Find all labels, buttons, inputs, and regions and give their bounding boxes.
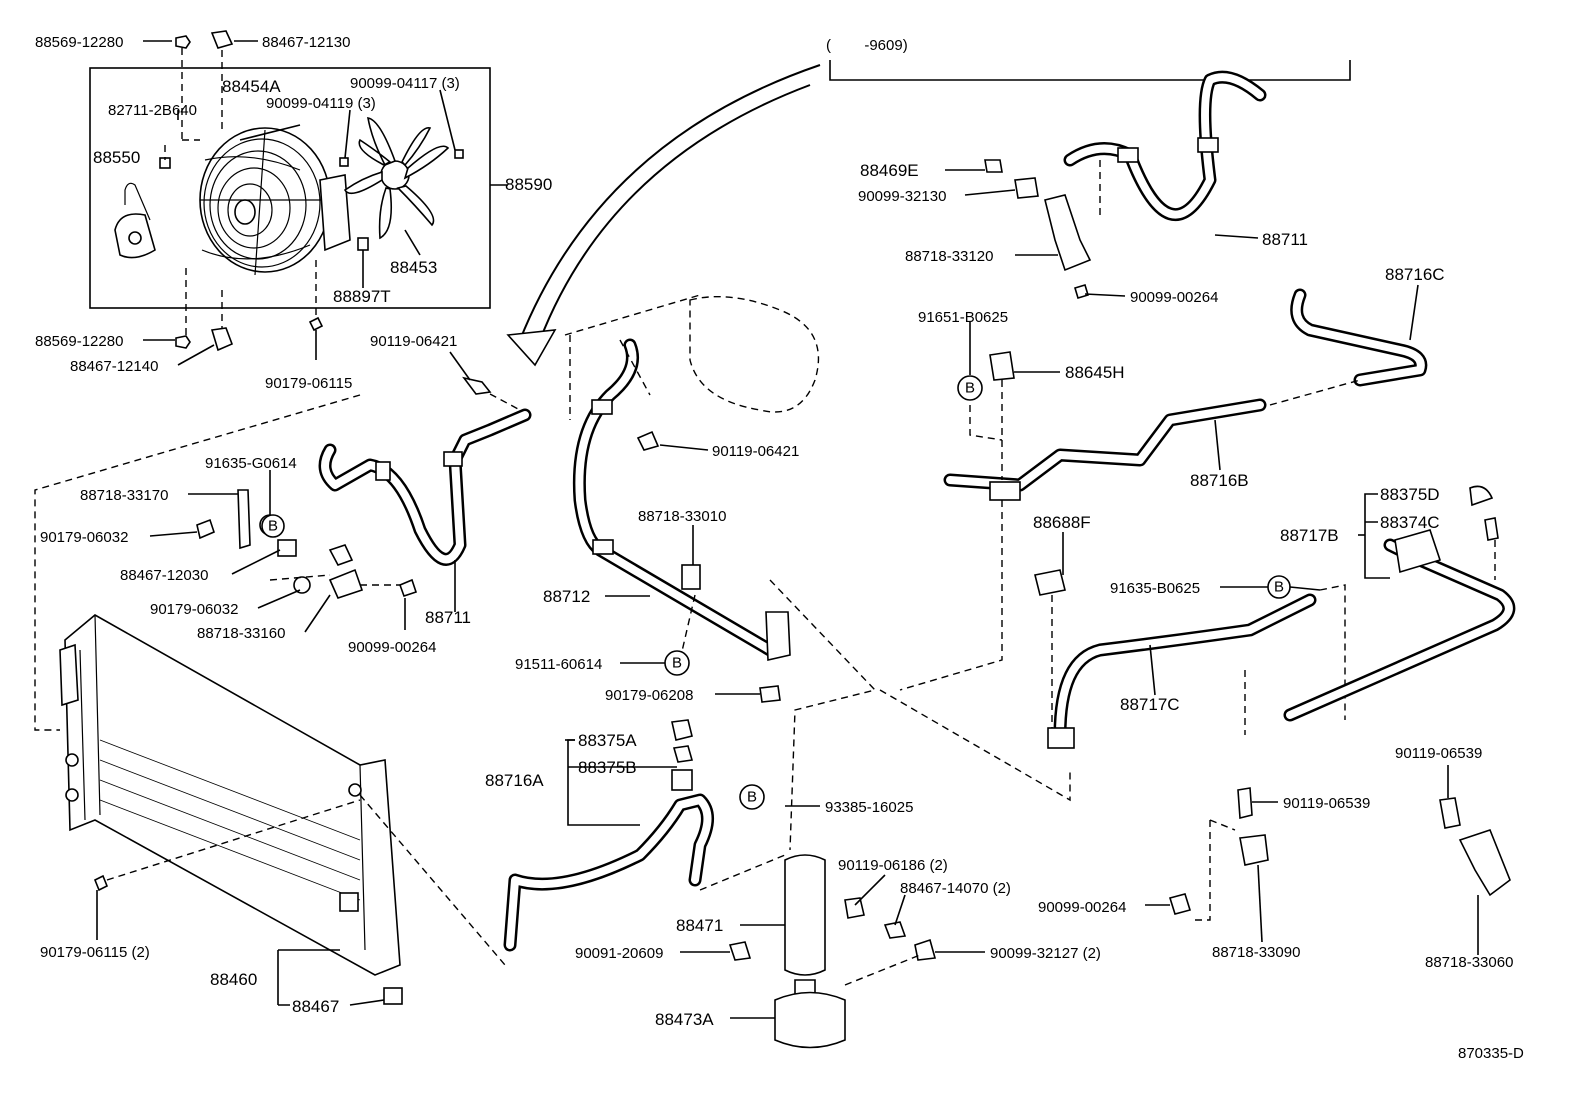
svg-text:B: B [268,518,278,535]
label-88718-33120: 88718-33120 [905,248,993,265]
label-88569-12280-top: 88569-12280 [35,34,123,51]
label-93385-16025: 93385-16025 [825,799,913,816]
fan-assembly-group [89,67,508,309]
label-91635-B0625: 91635-B0625 [1110,580,1200,597]
label-88375A: 88375A [578,731,637,750]
label-90179-06115: 90179-06115 [265,375,352,392]
label-88467: 88467 [292,997,339,1016]
label-90091-20609: 90091-20609 [575,945,663,962]
label-88711-right: 88711 [1262,230,1308,249]
svg-text:B: B [672,655,682,672]
label-88473A: 88473A [655,1010,714,1029]
cushion-88467 [383,987,403,1005]
label-88454A: 88454A [222,77,281,96]
label-88717C: 88717C [1120,695,1180,714]
label-88467-12130: 88467-12130 [262,34,350,51]
label-90099-04117: 90099-04117 (3) [350,75,460,92]
label-88718-33170: 88718-33170 [80,487,168,504]
callout-b-3: B [739,784,765,810]
label-88467-14070: 88467-14070 (2) [900,880,1011,897]
label-90099-04119: 90099-04119 (3) [266,95,376,112]
label-90119-06421-b: 90119-06421 [712,443,799,460]
label-88718-33010: 88718-33010 [638,508,726,525]
label-91511-60614: 91511-60614 [515,656,602,673]
label-90099-00264-a: 90099-00264 [348,639,436,656]
label-88467-12140: 88467-12140 [70,358,158,375]
range-bracket-9609 [829,60,1351,81]
flow-arrow [506,329,557,367]
label-88550: 88550 [93,148,140,167]
bolt-88569-top [175,35,191,49]
condenser [59,614,403,1005]
label-91635-G0614: 91635-G0614 [205,455,297,472]
callout-b-2: B [664,650,690,676]
pipe-88717C [1047,593,1317,749]
label-90099-00264-c: 90099-00264 [1038,899,1126,916]
label-88460: 88460 [210,970,257,989]
label-90119-06539-b: 90119-06539 [1283,795,1370,812]
compressor-outline [689,296,820,413]
label-90179-06115-2: 90179-06115 (2) [40,944,150,961]
callout-b-5: B [1267,575,1291,599]
label-90099-32130: 90099-32130 [858,188,946,205]
label-90099-32127: 90099-32127 (2) [990,945,1101,962]
label-90119-06421-a: 90119-06421 [370,333,457,350]
pipe-88716A [503,769,714,952]
label-88718-33160: 88718-33160 [197,625,285,642]
leader-lines [96,40,1479,1019]
label-88897T: 88897T [333,287,391,306]
label-90119-06539-a: 90119-06539 [1395,745,1482,762]
callout-b-4: B [957,375,983,401]
label-88569-12280-bottom: 88569-12280 [35,333,123,350]
label-88471: 88471 [676,916,723,935]
label-88716B: 88716B [1190,471,1249,490]
label-88469E: 88469E [860,161,919,180]
pipe-88717B [1283,529,1516,722]
label-90119-06186: 90119-06186 (2) [838,857,948,874]
pipe-88711-left [318,408,532,566]
label-88716A: 88716A [485,771,544,790]
fan-assembly-frame [89,67,491,309]
label-88375D: 88375D [1380,485,1440,504]
callout-b-1: B [261,514,285,538]
bracket-88473A [774,991,846,1049]
pipe-88711-right [1063,70,1267,221]
label-90099-00264-b: 90099-00264 [1130,289,1218,306]
svg-text:B: B [747,789,757,806]
svg-text:B: B [965,380,975,397]
fan-blades [343,117,450,240]
label-88374C: 88374C [1380,513,1440,532]
clip-88467-12130 [210,30,234,49]
label-88590: 88590 [505,175,552,194]
label-870335: 870335-D [1458,1045,1524,1062]
label-88453: 88453 [390,258,437,277]
svg-text:B: B [1274,579,1284,596]
label-90179-06208: 90179-06208 [605,687,693,704]
label-82711-2B640: 82711-2B640 [108,102,197,119]
label-88717B: 88717B [1280,526,1339,545]
pipe-88716B [943,398,1267,501]
bracket-88718-33120 [1044,194,1092,272]
label-88467-12030: 88467-12030 [120,567,208,584]
label-range-9609: ( -9609) [826,37,908,54]
label-88718-33090: 88718-33090 [1212,944,1300,961]
label-88716C: 88716C [1385,265,1445,284]
part-labels: 88569-12280 88467-12130 88454A 90099-041… [35,34,1524,1062]
label-88711-left: 88711 [425,608,471,627]
label-88688F: 88688F [1033,513,1091,532]
label-88712: 88712 [543,587,590,606]
label-88375B: 88375B [578,758,637,777]
pipe-88712 [572,338,777,657]
label-88645H: 88645H [1065,363,1125,382]
label-91651-B0625: 91651-B0625 [918,309,1008,326]
pipe-88716C [1290,288,1428,387]
label-88718-33060: 88718-33060 [1425,954,1513,971]
label-90179-06032-b: 90179-06032 [150,601,238,618]
receiver-dryer-88471 [774,854,846,1049]
label-90179-06032-a: 90179-06032 [40,529,128,546]
